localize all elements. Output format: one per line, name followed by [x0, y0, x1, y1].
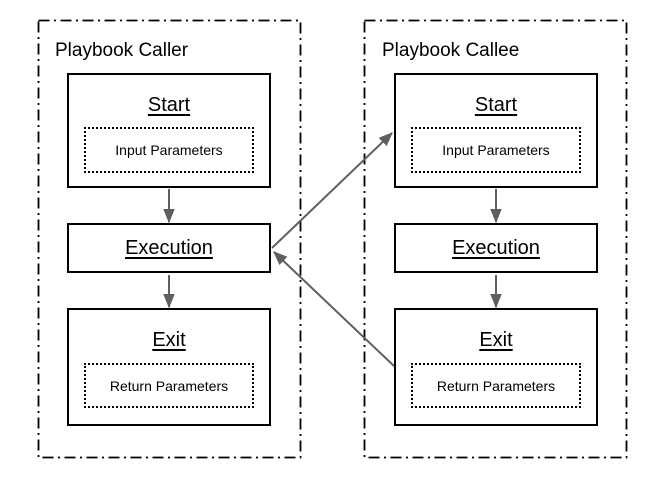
- callee-exit-node: Exit Return Parameters: [394, 308, 598, 426]
- arrow-call-caller-execution-to-callee-start: [271, 133, 392, 249]
- callee-input-parameters-box: Input Parameters: [411, 127, 581, 173]
- caller-exit-title: Exit: [152, 329, 186, 351]
- arrow-return-callee-exit-to-caller-execution: [274, 252, 395, 367]
- callee-exit-title: Exit: [479, 329, 513, 351]
- caller-exit-node: Exit Return Parameters: [67, 308, 271, 426]
- callee-group-border: [363, 19, 628, 459]
- callee-start-node: Start Input Parameters: [394, 73, 598, 188]
- caller-return-parameters-box: Return Parameters: [84, 363, 254, 408]
- callee-execution-title: Execution: [452, 237, 540, 259]
- caller-execution-node: Execution: [67, 223, 271, 273]
- caller-input-parameters-box: Input Parameters: [84, 127, 254, 173]
- callee-group-title: Playbook Callee: [382, 40, 520, 61]
- caller-start-title: Start: [147, 94, 191, 116]
- caller-return-parameters-label: Return Parameters: [109, 377, 229, 394]
- caller-execution-title: Execution: [125, 237, 213, 259]
- callee-start-title: Start: [474, 94, 518, 116]
- callee-return-parameters-box: Return Parameters: [411, 363, 581, 408]
- caller-group-title: Playbook Caller: [55, 40, 189, 61]
- caller-input-parameters-label: Input Parameters: [115, 142, 223, 158]
- callee-input-parameters-label: Input Parameters: [442, 142, 550, 158]
- callee-return-parameters-label: Return Parameters: [436, 377, 556, 394]
- callee-execution-node: Execution: [394, 223, 598, 273]
- caller-group-border: [37, 19, 302, 459]
- caller-start-node: Start Input Parameters: [67, 73, 271, 188]
